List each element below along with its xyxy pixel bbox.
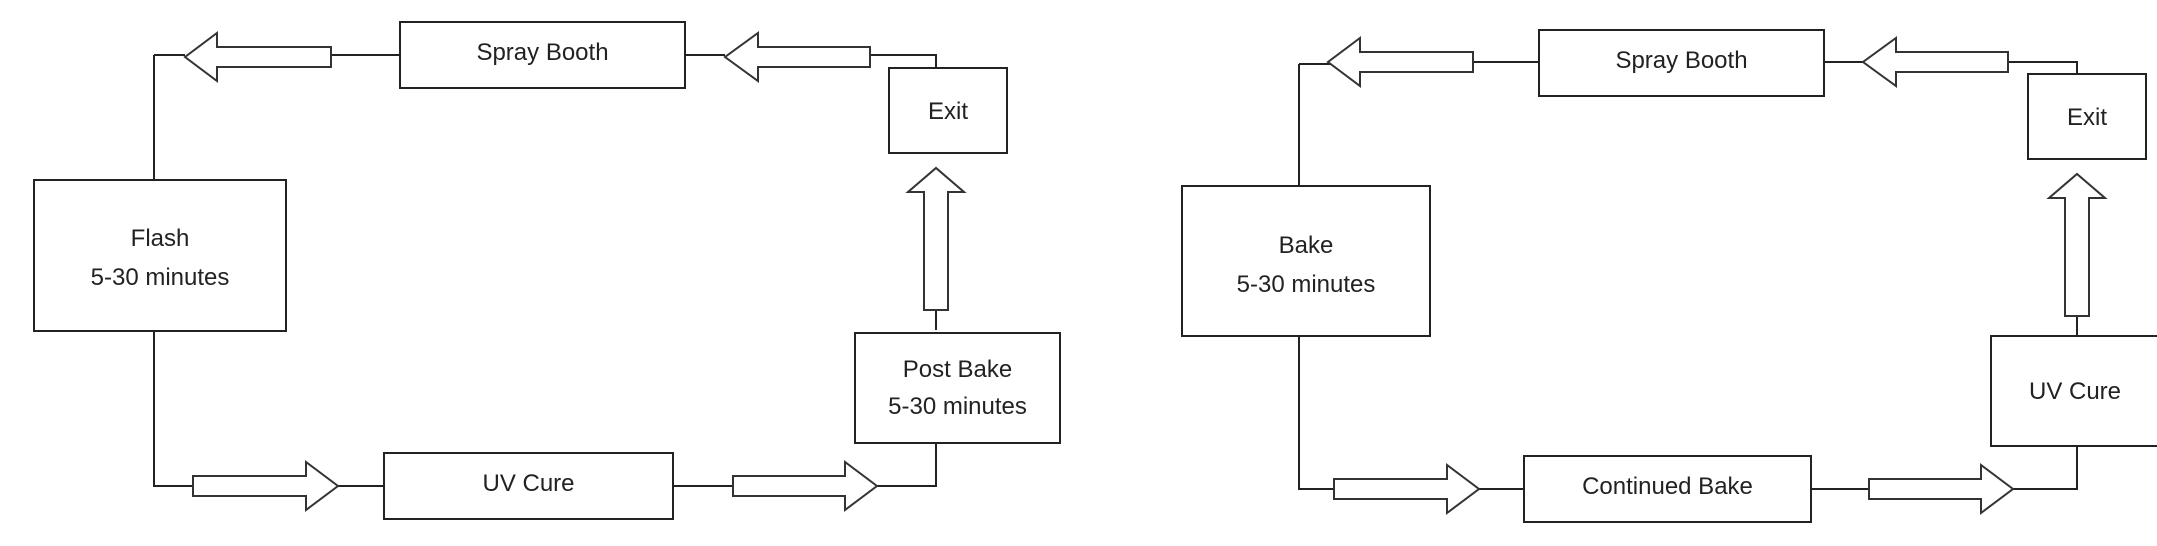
exit-box: Exit: [2027, 73, 2147, 160]
spray-booth-box: Spray Booth: [399, 21, 686, 89]
connector-line: [2008, 61, 2078, 74]
box-label: Bake: [1279, 232, 1334, 259]
uv-cure-box: UV Cure: [1990, 335, 2157, 447]
connector-line: [1298, 336, 1334, 490]
left-arrow: [723, 31, 871, 83]
uv-cure-box: UV Cure: [383, 452, 674, 520]
connector-line: [153, 331, 193, 487]
diagram-bake-uv: Spray Booth Exit Bake 5-30 minutes UV Cu…: [1181, 29, 2157, 523]
left-arrow: [183, 31, 332, 83]
connector-line: [2013, 446, 2078, 490]
post-bake-box: Post Bake 5-30 minutes: [854, 332, 1061, 444]
spray-booth-box: Spray Booth: [1538, 29, 1825, 97]
up-arrow: [905, 166, 967, 311]
right-arrow: [1333, 463, 1481, 515]
left-arrow: [1326, 36, 1474, 88]
left-arrow: [1861, 36, 2009, 88]
box-label: Flash: [131, 225, 190, 252]
bake-box: Bake 5-30 minutes: [1181, 185, 1431, 337]
box-sublabel: 5-30 minutes: [91, 264, 230, 291]
box-sublabel: 5-30 minutes: [1237, 271, 1376, 298]
right-arrow: [1868, 463, 2015, 515]
flash-box: Flash 5-30 minutes: [33, 179, 287, 332]
up-arrow: [2046, 172, 2108, 317]
connector-line: [877, 443, 937, 487]
box-label: Exit: [928, 98, 968, 125]
connector-line: [870, 54, 937, 68]
continued-bake-box: Continued Bake: [1523, 455, 1812, 523]
right-arrow: [192, 460, 340, 512]
box-label: Spray Booth: [476, 39, 608, 66]
exit-box: Exit: [888, 67, 1008, 154]
box-label: UV Cure: [2029, 378, 2121, 405]
box-label: UV Cure: [482, 470, 574, 497]
box-label: Post Bake: [903, 356, 1012, 383]
box-label: Continued Bake: [1582, 473, 1753, 500]
box-label: Exit: [2067, 104, 2107, 131]
box-label: Spray Booth: [1615, 47, 1747, 74]
diagram-flash-uv: Spray Booth Exit Flash 5-30 minutes Post…: [33, 21, 1061, 520]
right-arrow: [732, 460, 879, 512]
box-sublabel: 5-30 minutes: [888, 393, 1027, 420]
